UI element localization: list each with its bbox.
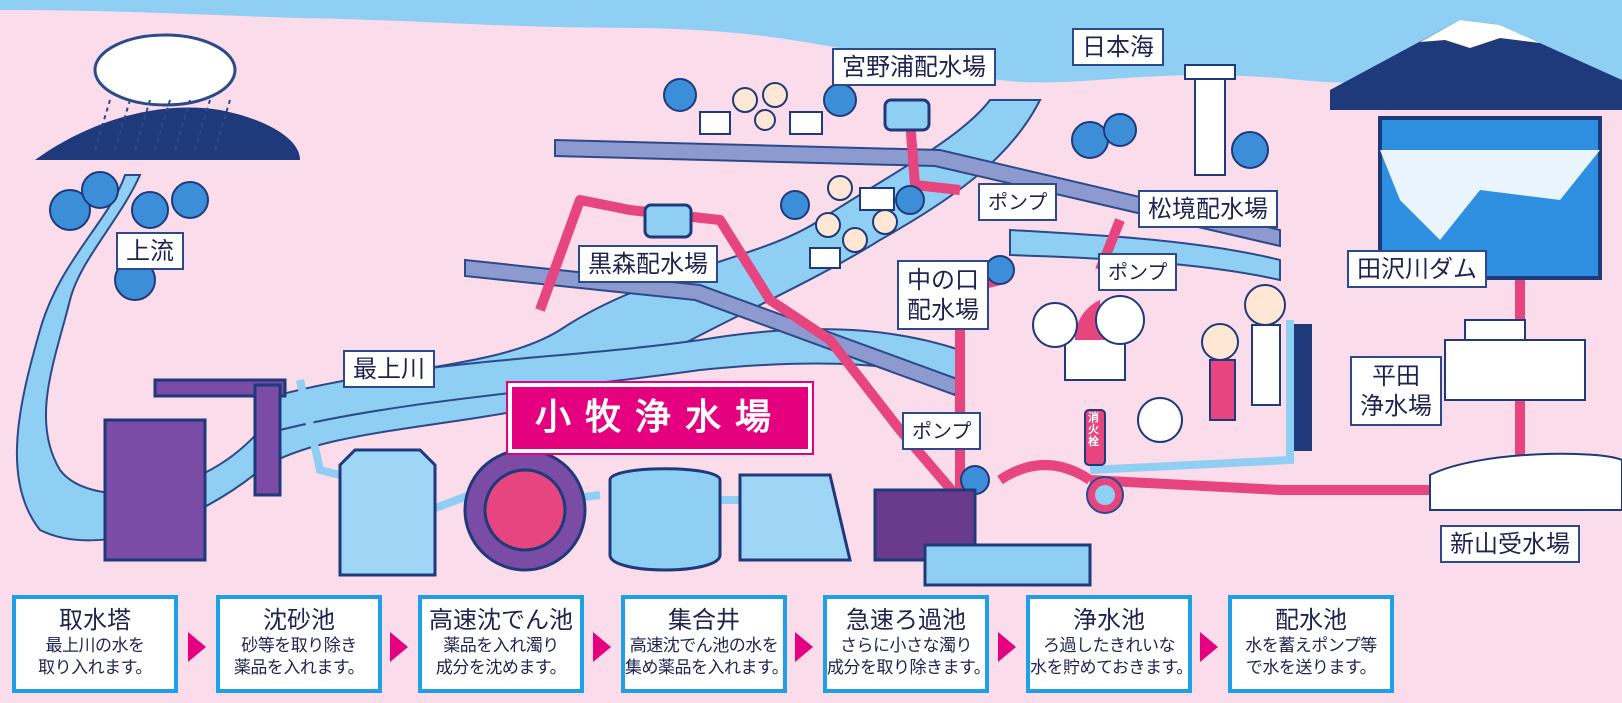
- mountain-right: [1330, 20, 1622, 110]
- step-title: 取水塔: [59, 606, 131, 634]
- cloud: [93, 33, 237, 107]
- step-desc: 砂等を取り除き 薬品を入れます。: [233, 636, 365, 678]
- label-matsusakai: 松境配水場: [1138, 190, 1278, 228]
- label-pump-mid: ポンプ: [1098, 253, 1178, 291]
- label-nakanokuchi: 中の口 配水場: [897, 260, 989, 330]
- step-card-filtration: 急速ろ過池 さらに小さな濁り 成分を取り除きます。: [823, 595, 991, 693]
- basins: [338, 448, 1092, 587]
- mountain-snow: [1420, 20, 1540, 48]
- intake-tower: [103, 378, 287, 562]
- step-title: 集合井: [668, 606, 740, 634]
- label-miyanoura: 宮野浦配水場: [832, 48, 996, 86]
- label-upstream: 上流: [116, 232, 184, 270]
- step-arrow: [188, 632, 206, 662]
- step-card-intake: 取水塔 最上川の水を 取り入れます。: [12, 595, 178, 693]
- children: [1201, 284, 1312, 451]
- step-card-sedimentation: 高速沈でん池 薬品を入れ濁り 成分を沈めます。: [418, 595, 584, 693]
- label-pump-low: ポンプ: [902, 412, 982, 450]
- step-title: 高速沈でん池: [429, 606, 573, 634]
- step-title: 急速ろ過池: [846, 606, 966, 634]
- label-hirata: 平田 浄水場: [1350, 356, 1442, 426]
- fire-scene: [1032, 295, 1183, 466]
- step-desc: さらに小さな濁り 成分を取り除きます。: [827, 636, 991, 678]
- step-card-distribution: 配水池 水を蓄えポンプ等 で水を送ります。: [1228, 595, 1394, 693]
- step-desc: 高速沈でん池の水を 集め薬品を入れます。: [625, 636, 789, 678]
- step-desc: 最上川の水を 取り入れます。: [38, 636, 152, 678]
- label-pump-top: ポンプ: [978, 183, 1058, 221]
- step-title: 沈砂池: [263, 606, 335, 634]
- rain: [94, 99, 231, 151]
- label-kuromori: 黒森配水場: [578, 245, 718, 283]
- label-tazawagawa-dam: 田沢川ダム: [1347, 250, 1487, 288]
- step-arrow: [795, 632, 813, 662]
- people: [732, 82, 898, 253]
- tanks: [643, 98, 931, 239]
- facility-title: 小牧浄水場: [508, 383, 812, 453]
- step-desc: ろ過したきれいな 水を貯めておきます。: [1030, 636, 1193, 678]
- step-title: 浄水池: [1073, 606, 1145, 634]
- lighthouse: [1184, 64, 1236, 176]
- step-arrow: [390, 632, 408, 662]
- label-hydrant: 消火栓: [1088, 411, 1099, 448]
- step-desc: 水を蓄えポンプ等 で水を送ります。: [1245, 636, 1377, 678]
- step-title: 配水池: [1275, 606, 1347, 634]
- trees: [49, 78, 1269, 495]
- houses: [699, 111, 895, 269]
- label-shinyama: 新山受水場: [1440, 525, 1580, 563]
- step-desc: 薬品を入れ濁り 成分を沈めます。: [435, 636, 567, 678]
- step-arrow: [1200, 632, 1218, 662]
- label-japan-sea: 日本海: [1072, 28, 1164, 66]
- step-card-clear-well: 浄水池 ろ過したきれいな 水を貯めておきます。: [1026, 595, 1193, 693]
- label-mogami-river: 最上川: [343, 350, 435, 388]
- step-arrow: [998, 632, 1016, 662]
- step-card-settling: 沈砂池 砂等を取り除き 薬品を入れます。: [216, 595, 382, 693]
- mountain-left: [35, 107, 300, 160]
- hirata-building: [1444, 319, 1586, 401]
- step-arrow: [593, 632, 611, 662]
- step-card-collecting-well: 集合井 高速沈でん池の水を 集め薬品を入れます。: [621, 595, 789, 693]
